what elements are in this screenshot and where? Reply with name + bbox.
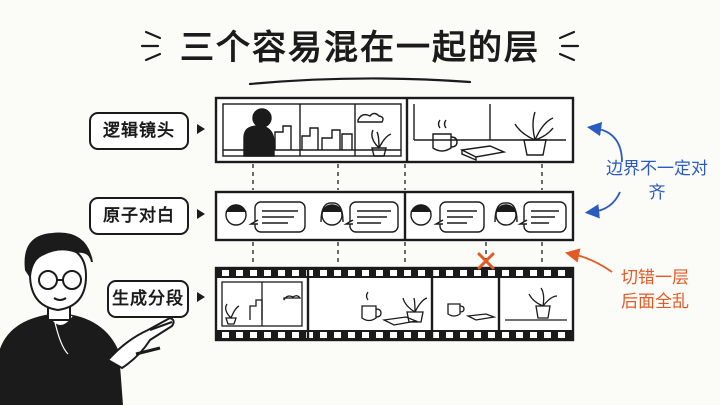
sprocket-hole	[404, 270, 411, 276]
segment-coffee-book	[447, 303, 497, 321]
sprocket-hole	[544, 270, 551, 276]
shot-window-person	[222, 103, 402, 157]
sprocket-hole	[334, 332, 341, 338]
sprocket-hole	[362, 332, 369, 338]
cross-mark-icon	[477, 252, 495, 270]
sprocket-hole	[376, 332, 383, 338]
speech-bubble-icon	[248, 201, 306, 233]
sprocket-hole	[502, 270, 509, 276]
boundary-guides	[252, 164, 543, 266]
city-skyline-icon	[274, 125, 353, 150]
sprocket-hole	[502, 332, 509, 338]
boundary-arrow-lower	[584, 191, 621, 219]
sprocket-hole	[460, 332, 467, 338]
sprocket-hole	[474, 270, 481, 276]
sprocket-hole	[320, 270, 327, 276]
dialogue-unit-male-1	[225, 201, 306, 233]
cut-note-line1: 切错一层	[621, 268, 689, 288]
sprocket-hole	[334, 270, 341, 276]
sprocket-hole	[418, 270, 425, 276]
coffee-cup-icon	[432, 119, 458, 152]
sprocket-hole	[278, 332, 285, 338]
sprocket-hole	[222, 332, 229, 338]
person-silhouette	[243, 125, 275, 157]
dialogue-unit-male-2	[410, 201, 485, 233]
speech-bubble-icon	[517, 201, 567, 233]
cut-note-line2: 后面全乱	[621, 292, 689, 312]
sprocket-hole	[418, 332, 425, 338]
sprocket-hole	[558, 332, 565, 338]
sprocket-hole	[558, 270, 565, 276]
cloud-icon	[357, 112, 384, 123]
sprocket-hole	[250, 270, 257, 276]
segment-coffee-book-plant	[361, 291, 428, 326]
sprocket-hole	[432, 270, 439, 276]
plant-icon	[371, 129, 392, 157]
speech-bubble-icon	[433, 201, 485, 233]
sprocket-hole	[292, 332, 299, 338]
plant-icon	[514, 111, 554, 156]
sprocket-hole	[250, 332, 257, 338]
row-label-generated-segments: 生成分段	[107, 280, 189, 318]
sprocket-hole	[320, 332, 327, 338]
sprocket-hole	[390, 270, 397, 276]
sprocket-hole	[236, 332, 243, 338]
sprocket-hole	[236, 270, 243, 276]
sprocket-hole	[348, 270, 355, 276]
speech-bubble-icon	[343, 201, 399, 233]
sprocket-hole	[362, 270, 369, 276]
presenter-illustration	[0, 232, 175, 405]
sprocket-hole	[264, 270, 271, 276]
sprocket-hole	[376, 270, 383, 276]
atomic-dialogue-track	[214, 190, 575, 242]
sprocket-hole	[530, 332, 537, 338]
segment-plant	[505, 287, 567, 321]
sprocket-hole	[488, 332, 495, 338]
play-arrow-icon	[197, 124, 205, 302]
sprocket-hole	[306, 270, 313, 276]
sprocket-hole	[460, 270, 467, 276]
sprocket-hole	[222, 270, 229, 276]
sprocket-hole	[544, 332, 551, 338]
dialogue-unit-female-1	[320, 201, 399, 233]
segment-window-plant	[221, 281, 303, 327]
sprocket-hole	[530, 270, 537, 276]
title-underline	[248, 77, 472, 86]
dialogue-unit-female-2	[494, 201, 567, 233]
book-icon	[459, 145, 507, 162]
sprocket-hole	[446, 332, 453, 338]
sprocket-hole	[278, 270, 285, 276]
row-label-logical-shots: 逻辑镜头	[89, 112, 189, 150]
boundary-arrow-upper	[586, 121, 623, 163]
page-title: 三个容易混在一起的层	[180, 28, 540, 68]
sprocket-hole	[306, 332, 313, 338]
sprocket-hole	[348, 332, 355, 338]
film-strip-icon	[214, 266, 575, 342]
sprocket-hole	[432, 332, 439, 338]
sprocket-hole	[446, 270, 453, 276]
title-emphasis-marks	[140, 30, 580, 62]
sprocket-hole	[264, 332, 271, 338]
sprocket-hole	[404, 332, 411, 338]
sprocket-hole	[292, 270, 299, 276]
sprocket-hole	[516, 270, 523, 276]
row-label-atomic-dialogue: 原子对白	[89, 197, 189, 235]
logical-shots-track	[214, 96, 575, 164]
sprocket-hole	[474, 332, 481, 338]
boundary-note: 边界不一定对齐	[606, 159, 708, 203]
sprocket-hole	[390, 332, 397, 338]
sprocket-hole	[488, 270, 495, 276]
shot-table-still-life	[413, 104, 566, 162]
sprocket-hole	[516, 332, 523, 338]
cut-arrow	[564, 248, 613, 273]
